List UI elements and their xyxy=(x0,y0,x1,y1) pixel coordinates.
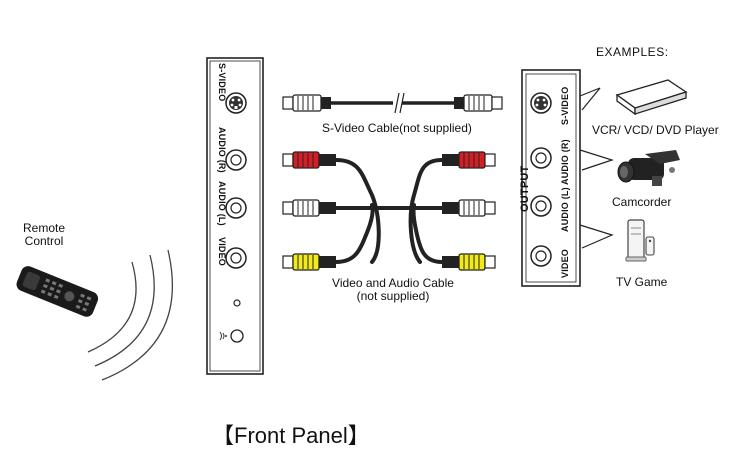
av-cable-label-line2: (not supplied) xyxy=(356,289,430,303)
front-svideo-port xyxy=(225,92,247,114)
remote-control-icon xyxy=(16,266,99,317)
output-label-video: VIDEO xyxy=(560,248,570,278)
front-label-svideo: S-VIDEO xyxy=(217,63,227,102)
rca-plug-red-left xyxy=(282,151,336,169)
av-cable-wires xyxy=(334,158,444,264)
svideo-cable xyxy=(282,92,503,114)
output-label-svideo: S-VIDEO xyxy=(560,86,570,125)
output-audio-r-port xyxy=(530,147,552,169)
output-title: OUTPUT xyxy=(519,165,531,212)
front-panel xyxy=(206,57,264,375)
examples-title: EXAMPLES: xyxy=(596,45,669,59)
rca-plug-white-right xyxy=(442,199,496,217)
front-label-video: VIDEO xyxy=(217,237,227,267)
rca-plug-yellow-left xyxy=(282,253,336,271)
output-video-port xyxy=(530,245,552,267)
ir-signal-icon xyxy=(87,249,174,381)
output-label-audio-r: AUDIO (R) xyxy=(560,139,570,185)
remote-label-line1: Remote xyxy=(22,221,66,235)
output-svideo-port xyxy=(530,92,552,114)
example-camcorder-label: Camcorder xyxy=(612,195,672,209)
svideo-cable-label: S-Video Cable(not supplied) xyxy=(322,121,472,135)
front-audio-r-port xyxy=(225,149,247,171)
rca-plug-red-right xyxy=(442,151,496,169)
rca-plug-yellow-right xyxy=(442,253,496,271)
front-audio-l-port xyxy=(225,197,247,219)
example-dvd-player-label: VCR/ VCD/ DVD Player xyxy=(592,123,719,137)
callout-pointers xyxy=(579,87,614,249)
front-panel-caption: 【Front Panel】 xyxy=(212,423,370,448)
remote-label: Remote Control xyxy=(14,222,74,248)
av-cable-label-line1: Video and Audio Cable xyxy=(332,276,454,290)
front-ir-sensor-icon xyxy=(219,329,244,343)
output-label-audio-l: AUDIO (L) xyxy=(560,187,570,232)
front-video-port xyxy=(225,247,247,269)
output-audio-l-port xyxy=(530,195,552,217)
camcorder-icon xyxy=(617,150,680,186)
example-tv-game-label: TV Game xyxy=(616,275,668,289)
rca-plug-white-left xyxy=(282,199,336,217)
output-panel xyxy=(521,69,581,287)
dvd-player-icon xyxy=(615,79,688,116)
av-cable-label: Video and Audio Cable (not supplied) xyxy=(318,277,468,303)
front-led-icon xyxy=(233,299,241,307)
front-label-audio-r: AUDIO (R) xyxy=(217,127,227,173)
remote-label-line2: Control xyxy=(24,234,64,248)
front-label-audio-l: AUDIO (L) xyxy=(217,181,227,226)
tv-game-icon xyxy=(625,219,655,262)
